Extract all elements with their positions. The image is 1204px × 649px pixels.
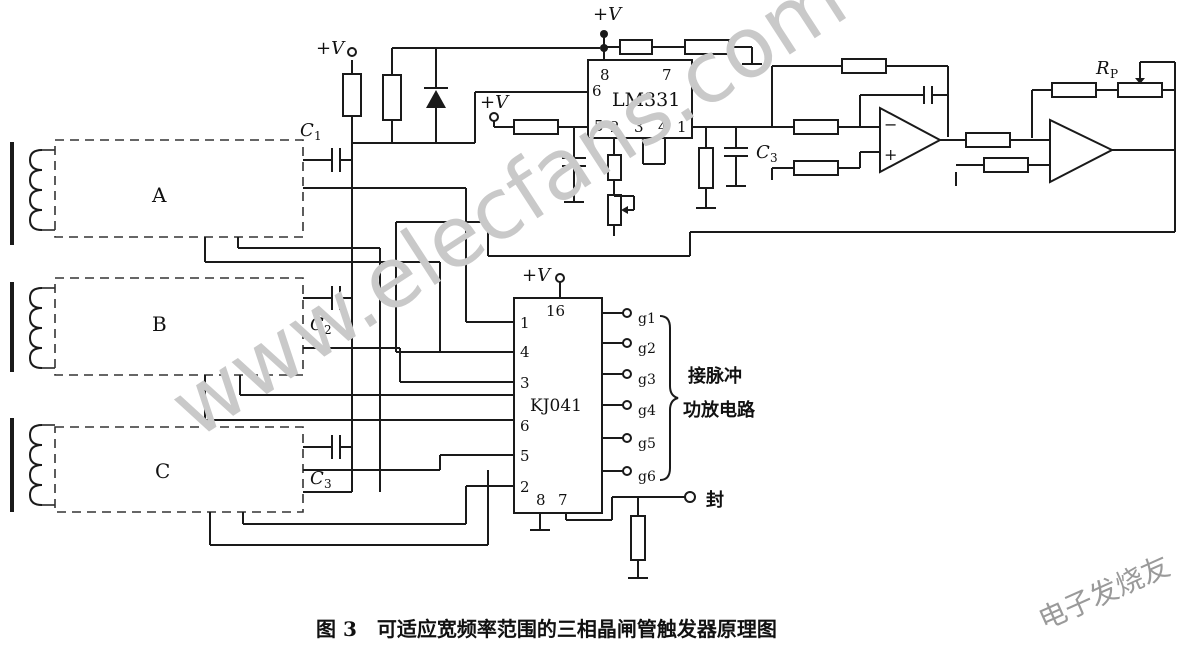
c3-sub: 3	[324, 477, 332, 491]
gate-label-g1: g1	[638, 311, 656, 327]
resistor-in-1	[793, 119, 839, 135]
kj041-chip	[513, 297, 603, 514]
resistor-load	[382, 74, 402, 121]
capacitor-c2	[303, 286, 352, 310]
c2-label: C	[310, 314, 324, 335]
annotation-line-2: 功放电路	[683, 399, 756, 421]
gate-label-g4: g4	[638, 403, 656, 419]
resistor-r1	[619, 39, 653, 55]
resistor-pullup	[342, 73, 362, 117]
gate-terminal-g3	[622, 369, 632, 379]
lm331-pin-6: 6	[592, 82, 602, 100]
resistor-feedback-1	[841, 58, 887, 74]
block-c	[54, 426, 304, 513]
watermark: www.elecfans.com	[154, 0, 863, 457]
rp-sub: P	[1110, 67, 1118, 81]
supply-label-3: +V	[480, 92, 510, 113]
gate-brace	[659, 315, 679, 481]
lm331-pin-4: 4	[658, 118, 668, 136]
lm331-label: LM331	[612, 89, 680, 111]
kj041-label: KJ041	[530, 396, 582, 416]
supply-terminal-4	[555, 273, 565, 283]
kj041-pin-6: 6	[520, 417, 530, 435]
resistor-seal	[630, 515, 646, 561]
kj041-pin-16: 16	[546, 302, 565, 320]
c3-opamp-label: C	[756, 142, 770, 163]
c1-label: C	[300, 120, 314, 141]
capacitor-c1	[303, 148, 352, 172]
gate-label-g3: g3	[638, 372, 656, 388]
lm331-pin-3: 3	[634, 118, 644, 136]
gate-outputs: g1 g2 g3 g4 g5 g6	[602, 308, 656, 485]
supply-label-1: +V	[316, 38, 346, 59]
block-b	[54, 277, 304, 376]
capacitor-c3	[303, 435, 352, 459]
supply-terminal-3	[489, 112, 499, 122]
lm331-pin-2: 2	[610, 118, 620, 136]
gate-label-g5: g5	[638, 436, 656, 452]
c1-sub: 1	[314, 129, 322, 143]
kj041-pin-8: 8	[536, 491, 546, 509]
lm331-pin-8: 8	[600, 66, 610, 84]
figure-caption: 图 3 可适应宽频率范围的三相晶闸管触发器原理图	[316, 617, 777, 641]
opamp-1-minus: −	[884, 115, 897, 134]
block-c-label: C	[155, 459, 170, 483]
gate-label-g6: g6	[638, 469, 656, 485]
gate-terminal-g6	[622, 466, 632, 476]
watermark-corner: 电子发烧友	[1033, 549, 1174, 636]
supply-terminal-1	[347, 47, 357, 57]
resistor-r7	[698, 147, 714, 189]
kj041-pin-1: 1	[520, 314, 530, 332]
gate-terminal-g5	[622, 433, 632, 443]
transformer-coil-c	[10, 418, 55, 512]
kj041-pin-4: 4	[520, 343, 530, 361]
lm331-pin-5: 5	[594, 117, 604, 135]
transformer-coil-b	[10, 282, 55, 372]
c3-opamp-sub: 3	[770, 151, 778, 165]
resistor-in-2	[793, 160, 839, 176]
diode	[424, 87, 448, 108]
kj041-pin-7: 7	[558, 491, 568, 509]
kj041-pin-3: 3	[520, 374, 530, 392]
annotation-line-1: 接脉冲	[688, 365, 742, 387]
supply-label-4: +V	[522, 265, 552, 286]
resistor-in-4	[983, 157, 1029, 173]
opamp-2	[1049, 118, 1115, 184]
gate-terminal-g1	[622, 308, 632, 318]
lm331-pin-7: 7	[662, 66, 672, 84]
seal-terminal	[684, 491, 696, 503]
resistor-in-3	[965, 132, 1011, 148]
block-a	[54, 139, 304, 238]
c2-sub: 2	[324, 323, 332, 337]
supply-label-2: +V	[593, 4, 623, 25]
gate-terminal-g4	[622, 400, 632, 410]
block-b-label: B	[152, 312, 167, 336]
transformer-coil-a	[10, 142, 55, 245]
potentiometer	[607, 194, 622, 226]
opamp-1	[879, 106, 943, 174]
potentiometer-rp	[1117, 82, 1163, 98]
block-a-label: A	[151, 183, 167, 207]
gate-terminal-g2	[622, 338, 632, 348]
rp-label: R	[1095, 58, 1110, 79]
seal-label: 封	[706, 489, 724, 511]
kj041-pin-5: 5	[520, 447, 530, 465]
lm331-pin-1: 1	[677, 118, 687, 136]
opamp-1-plus: +	[884, 145, 897, 164]
gate-label-g2: g2	[638, 341, 656, 357]
kj041-pin-2: 2	[520, 478, 530, 496]
c3-label: C	[310, 468, 324, 489]
resistor-feedback-2	[1051, 82, 1097, 98]
lm331-chip	[587, 59, 693, 139]
